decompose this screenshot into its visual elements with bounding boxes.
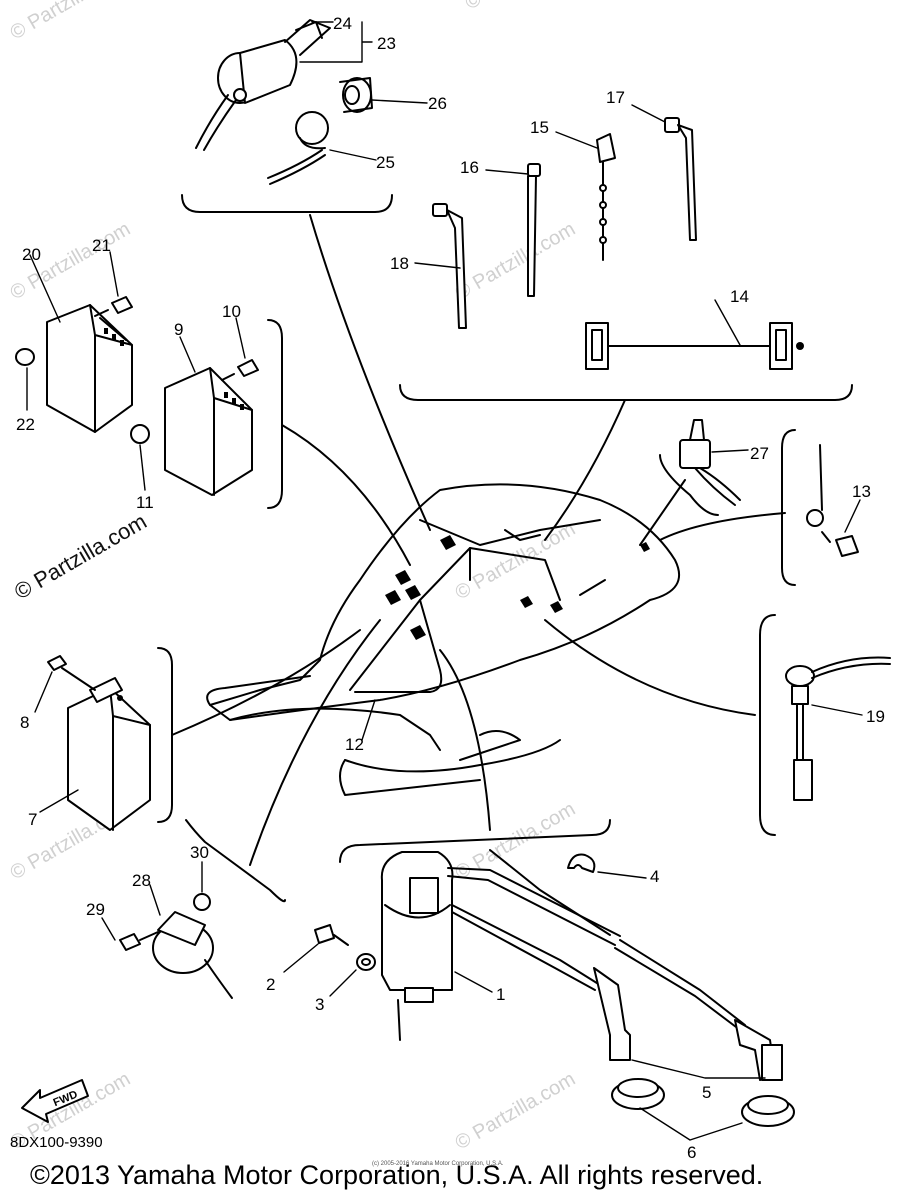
watermark-dark: © Partzilla.com: [10, 509, 151, 605]
callout-28: 28: [132, 871, 151, 890]
cdi-units-group: 20 21 22 9 10 11: [15, 236, 283, 512]
sensor-19-group: 19: [759, 614, 891, 836]
callout-27: 27: [750, 444, 769, 463]
part-code: 8DX100-9390: [10, 1134, 103, 1151]
ignition-coil-group: 1 4 5 6 2 3: [266, 819, 795, 1162]
callout-5: 5: [702, 1083, 711, 1102]
callout-11: 11: [136, 493, 154, 512]
switch-wire-group: 27 13: [659, 419, 871, 586]
callout-20: 20: [22, 245, 41, 264]
callout-14: 14: [730, 287, 749, 306]
cable-ties-group: 17 15 16 18 14: [390, 88, 853, 401]
callout-19: 19: [866, 707, 885, 726]
callout-23: 23: [377, 34, 396, 53]
unit-7-group: 8 7: [20, 647, 173, 831]
callout-21: 21: [92, 236, 111, 255]
chassis-outline: 12: [206, 483, 680, 796]
callout-30: 30: [190, 843, 209, 862]
callout-16: 16: [460, 158, 479, 177]
callout-13: 13: [852, 482, 871, 501]
callout-4: 4: [650, 867, 659, 886]
callout-17: 17: [606, 88, 625, 107]
sensor-28-group: 28 30 29: [86, 819, 286, 999]
watermarks: © Partzilla.com © Partzilla.com © Partzi…: [7, 0, 590, 1154]
callout-1: 1: [496, 985, 505, 1004]
callout-10: 10: [222, 302, 241, 321]
callout-6: 6: [687, 1143, 696, 1162]
callout-25: 25: [376, 153, 395, 172]
watermark: © Partzilla.com: [7, 0, 135, 44]
callout-26: 26: [428, 94, 447, 113]
callout-15: 15: [530, 118, 549, 137]
callout-18: 18: [390, 254, 409, 273]
watermark: © Partzilla.com: [452, 218, 580, 304]
small-copyright: (c) 2005-2016 Yamaha Motor Corporation, …: [372, 1161, 504, 1167]
callout-2: 2: [266, 975, 275, 994]
watermark: © Partzilla.com: [462, 0, 590, 14]
copyright: ©2013 Yamaha Motor Corporation, U.S.A. A…: [30, 1160, 764, 1190]
main-switch-group: 24 23 26 25: [181, 14, 447, 213]
callout-22: 22: [16, 415, 35, 434]
callout-24: 24: [333, 14, 352, 33]
callout-8: 8: [20, 713, 29, 732]
callout-29: 29: [86, 900, 105, 919]
connection-lines: [171, 214, 786, 866]
callout-7: 7: [28, 810, 37, 829]
callout-12: 12: [345, 735, 364, 754]
callout-9: 9: [174, 320, 183, 339]
watermark: © Partzilla.com: [452, 1068, 580, 1154]
callout-3: 3: [315, 995, 324, 1014]
